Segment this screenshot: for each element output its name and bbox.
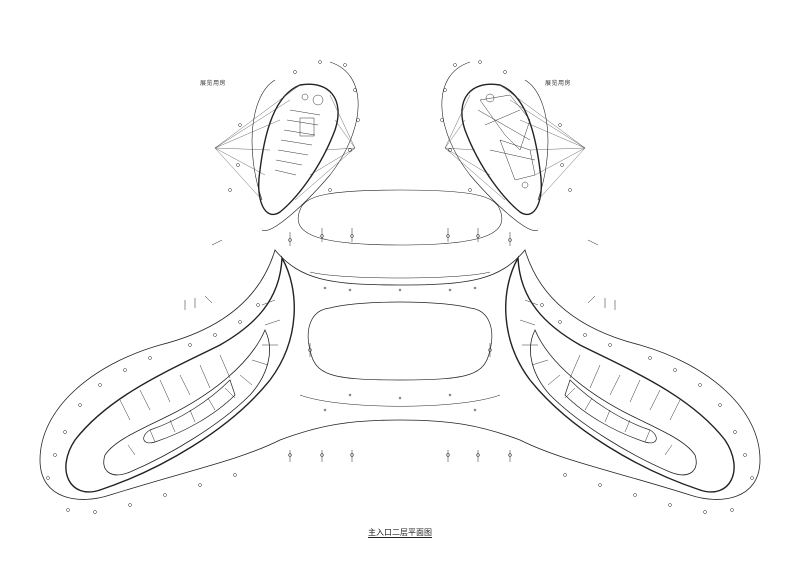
left-wing-core — [143, 379, 236, 444]
right-pod-outer-arc-2 — [524, 79, 549, 201]
central-atrium — [307, 301, 493, 381]
perimeter-grid-markers — [46, 60, 754, 514]
outer-building-outline — [39, 249, 761, 500]
right-pod-outer-arc — [441, 61, 539, 231]
right-pod-cable-lines — [444, 84, 586, 201]
upper-courtyard — [298, 189, 502, 246]
left-pod-outline — [258, 83, 339, 215]
left-pod-interior — [274, 93, 324, 176]
drawing-title: 主入口二层平面图 — [368, 528, 432, 537]
right-wing-outer — [505, 255, 735, 493]
left-wing-inner-ring — [103, 329, 270, 476]
left-pod-outer-arc-2 — [251, 79, 276, 201]
left-pod-cable-lines — [214, 84, 356, 201]
left-pod-outer-arc — [261, 61, 359, 231]
left-pod-label: 展览用房 — [200, 80, 227, 87]
plaza-edge-lower — [299, 394, 501, 407]
right-pod-outline — [461, 83, 542, 215]
right-wing-room-partitions — [519, 299, 681, 456]
plaza-edge-upper — [309, 271, 491, 279]
column-markers — [184, 228, 616, 462]
left-wing-room-partitions — [119, 299, 281, 456]
left-wing-outer — [65, 255, 295, 493]
right-pod-label: 展览用房 — [545, 80, 572, 87]
right-pod-interior — [477, 93, 536, 189]
right-wing-core — [564, 379, 657, 444]
right-wing-inner-ring — [530, 329, 697, 476]
